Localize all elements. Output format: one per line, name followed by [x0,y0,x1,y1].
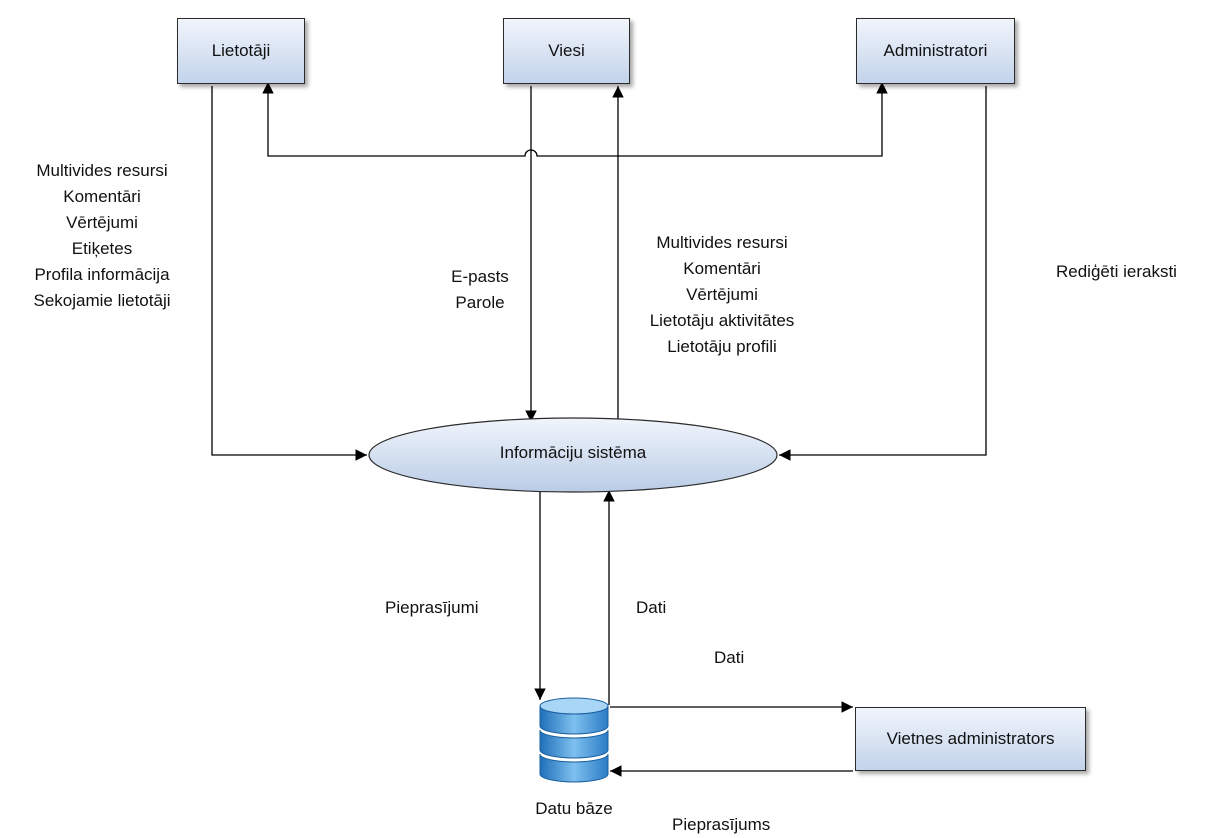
flow-users-to-system [211,86,367,461]
entity-administratori: Administratori [856,18,1015,84]
flow-label-system-to-guests: Multivides resursi Komentāri Vērtējumi L… [612,230,832,360]
flow-label-line: E-pasts [451,267,509,286]
database-icon [539,697,609,783]
flow-label-guests-to-system: E-pasts Parole [430,264,530,316]
flow-label-line: Komentāri [683,259,761,278]
flow-label-line: Lietotāju profili [667,337,777,356]
flow-label-admins-to-system: Rediģēti ieraksti [1056,262,1177,281]
database-label: Datu bāze [535,799,613,818]
flow-label-line: Lietotāju aktivitātes [649,311,795,330]
flow-label-line: Komentāri [63,187,141,206]
flow-label-line: Parole [455,293,505,312]
flow-label-line: Etiķetes [71,239,133,258]
entity-viesi: Viesi [503,18,630,84]
entity-lietotaji: Lietotāji [177,18,305,84]
flow-label-line: Profila informācija [34,265,170,284]
flow-users-admins [262,82,888,157]
flow-label-system-to-db: Pieprasījumi [385,598,479,617]
flow-label-db-to-site-admin: Dati [714,648,745,667]
flow-label-line: Multivides resursi [36,161,168,180]
flow-label-line: Sekojamie lietotāji [33,291,171,310]
flow-admins-to-system [779,86,987,461]
flow-label-line: Vērtējumi [66,213,138,232]
flow-label-users-to-system: Multivides resursi Komentāri Vērtējumi E… [2,158,202,314]
entity-vietnes-administrators: Vietnes administrators [855,707,1086,771]
flow-label-line: Multivides resursi [656,233,788,252]
flow-label-db-to-system: Dati [636,598,667,617]
flow-label-site-admin-to-db: Pieprasījums [672,815,771,834]
process-ellipse [368,417,778,493]
flow-label-line: Vērtējumi [686,285,758,304]
process-label: Informāciju sistēma [499,443,647,462]
